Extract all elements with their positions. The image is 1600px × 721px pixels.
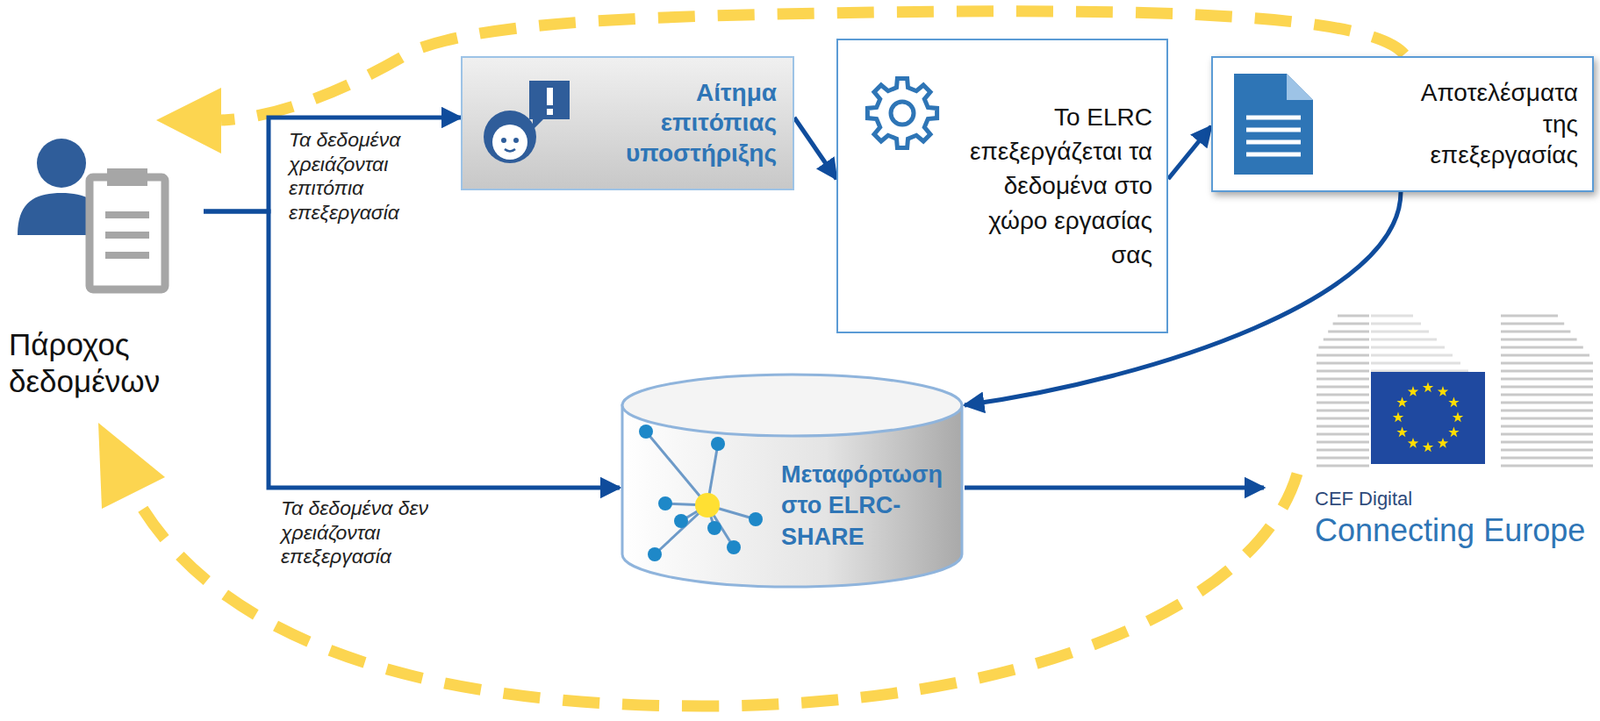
document-icon (1234, 73, 1314, 175)
node-box: Αποτελέσματα της επεξεργασίας (1211, 56, 1594, 193)
node-icon (478, 73, 575, 174)
node-text: Connecting Europe (1314, 511, 1598, 550)
node-text: Αποτελέσματα της επεξεργασίας (1414, 77, 1579, 172)
node-text: CEF Digital (1314, 487, 1598, 511)
loop-bottom (133, 473, 1298, 707)
node-text: Πάροχος δεδομένων (8, 326, 204, 401)
node-box: CEF DigitalConnecting Europe (1263, 298, 1598, 553)
node-box: Το ELRC επεξεργάζεται τα δεδομένα στο χώ… (836, 38, 1169, 334)
edge-label: Τα δεδομένα χρειάζονται επιτόπια επεξεργ… (288, 128, 447, 225)
loop-head (98, 423, 166, 510)
flow-arrow (964, 486, 1264, 491)
node-text: Το ELRC επεξεργάζεται τα δεδομένα στο χώ… (969, 100, 1153, 273)
node-text: Μεταφόρτωση στο ELRC-SHARE (781, 459, 958, 553)
edge-label: Τα δεδομένα δεν χρειάζονται επεξεργασία (280, 496, 483, 570)
node-box: Αίτημα επιτόπιας υποστήριξης (460, 56, 795, 191)
loop-head (156, 87, 222, 154)
node-icon (1234, 73, 1314, 179)
node-box: Πάροχος δεδομένων (8, 131, 204, 413)
node-text: Αίτημα επιτόπιας υποστήριξης (583, 78, 777, 168)
node-icon (862, 73, 942, 157)
node-icon (1263, 298, 1598, 478)
node-box: Μεταφόρτωση στο ELRC-SHARE (619, 372, 965, 590)
support-icon (478, 73, 575, 171)
flow-arrow (203, 211, 620, 488)
gear-icon (862, 73, 942, 153)
person-icon (8, 131, 185, 308)
ec-logo (1263, 298, 1598, 474)
node-icon (8, 131, 185, 311)
flow-arrow (1168, 126, 1212, 180)
flow-arrow (794, 117, 837, 180)
